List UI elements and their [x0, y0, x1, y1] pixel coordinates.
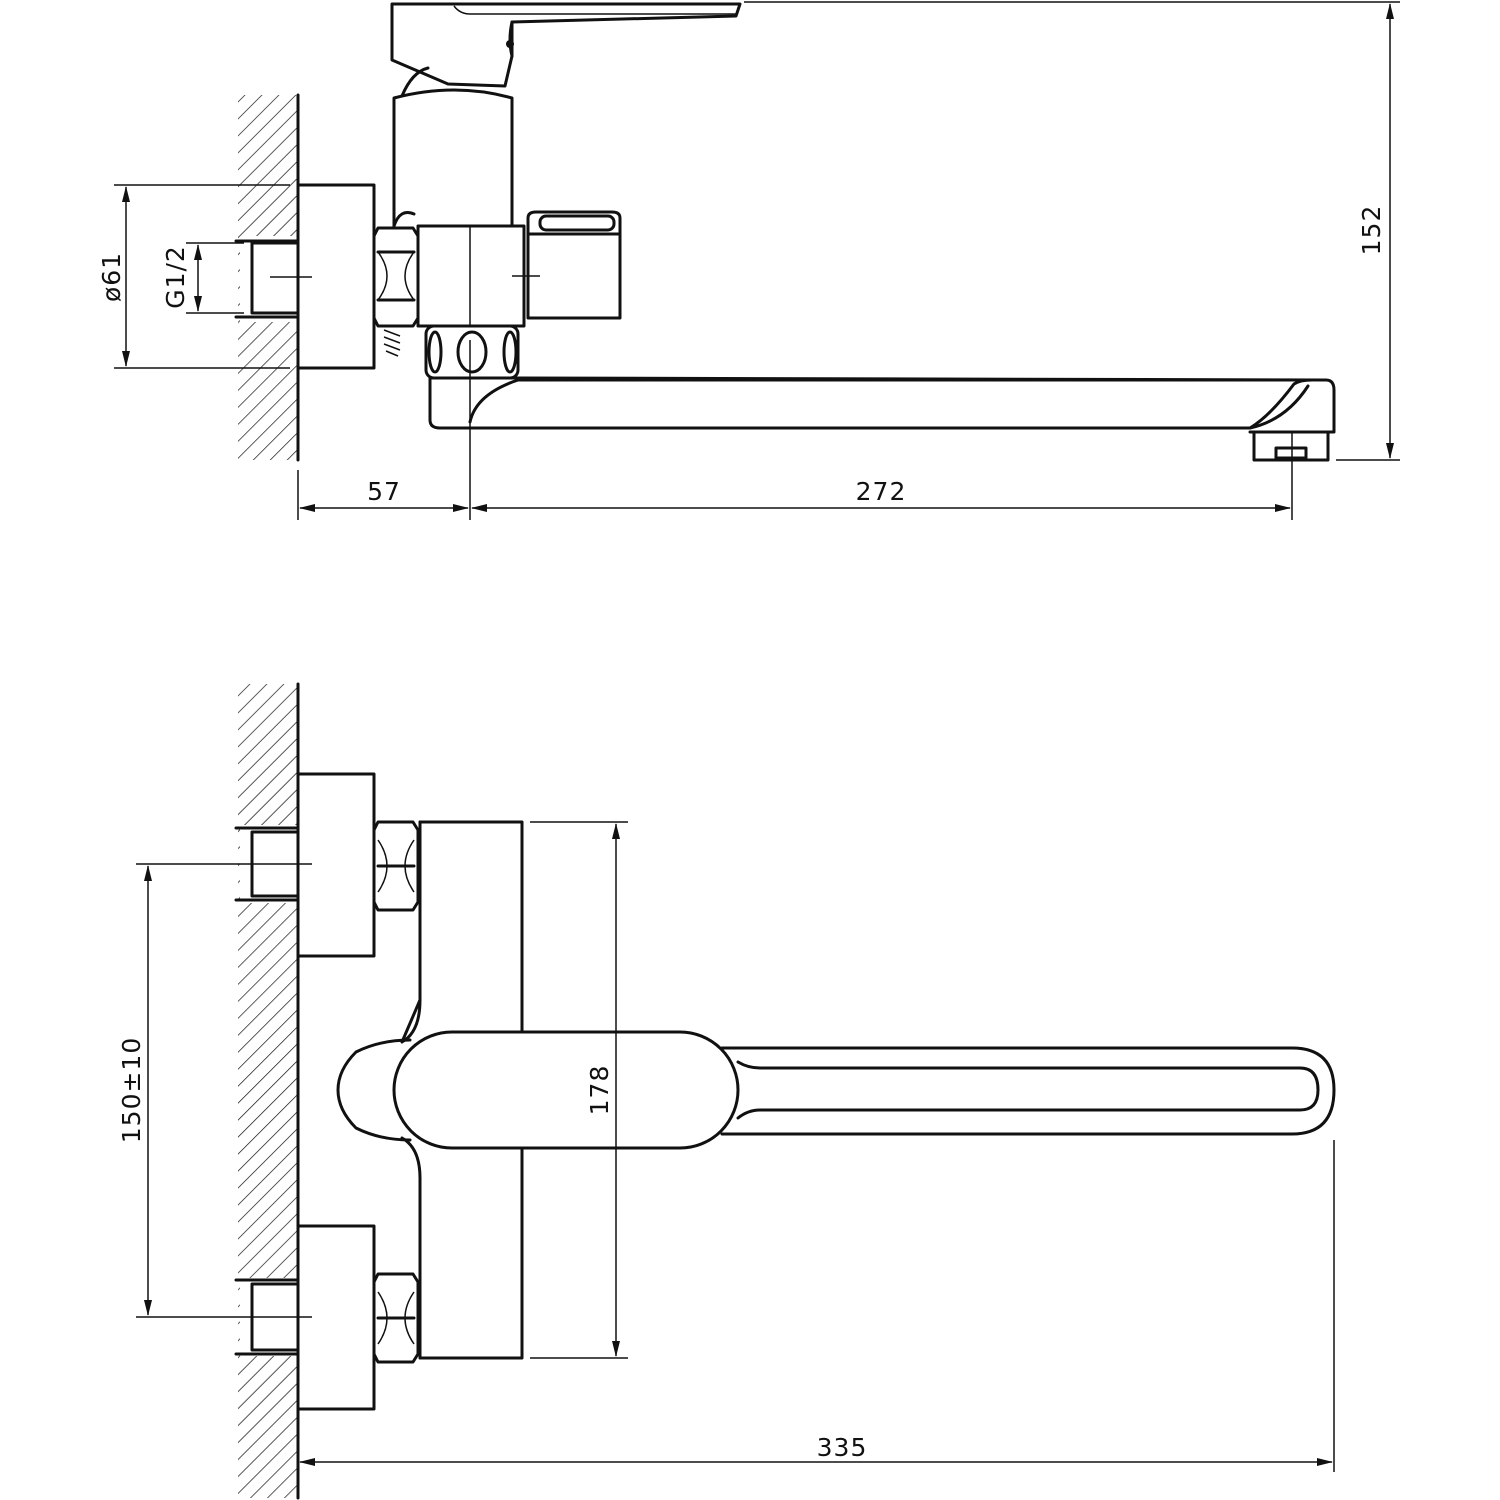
dim-label-inlet-spacing: 150±10	[117, 1037, 146, 1143]
wall-section-top	[238, 682, 300, 1500]
dim-label-total-length: 335	[817, 1433, 868, 1462]
dimension-inlet-spacing: 150±10	[117, 863, 236, 1318]
dim-label-wall-to-axis: 57	[367, 477, 401, 506]
dimension-reach: 57 272	[297, 470, 1291, 520]
top-view: 178 150±10 335	[117, 682, 1336, 1500]
inlet-pipe-top-lower	[234, 1278, 312, 1356]
lever-handle-top[interactable]	[392, 1030, 740, 1150]
spout-side	[428, 376, 1336, 434]
dim-label-flange-diameter: ø61	[97, 252, 126, 302]
hex-nut-top-upper	[372, 820, 420, 912]
aerator-side	[1252, 430, 1330, 462]
wall-flange-top-upper	[296, 772, 376, 958]
dim-label-overall-height: 152	[1357, 205, 1386, 256]
dimension-thread: G1/2	[161, 242, 244, 314]
thread-ridges	[383, 329, 401, 357]
dim-label-thread: G1/2	[161, 245, 190, 309]
cartridge-body-side	[392, 66, 514, 228]
dimension-flange-diameter: ø61	[97, 184, 290, 369]
swivel-ring-side	[424, 324, 520, 380]
dimension-total-length: 335	[299, 1140, 1335, 1472]
dimension-overall-height: 152	[744, 1, 1400, 461]
inlet-pipe-side	[234, 236, 312, 322]
dim-label-body-length: 178	[585, 1065, 614, 1116]
hex-nut-top-lower	[372, 1272, 420, 1364]
inlet-pipe-top-upper	[234, 825, 312, 903]
spout-top	[720, 1046, 1336, 1136]
diverter-body-side	[416, 224, 540, 328]
hex-nut-side	[372, 226, 420, 357]
dimension-body-length: 178	[530, 821, 628, 1359]
lever-handle-side[interactable]	[390, 2, 742, 88]
mixer-body-top	[336, 820, 524, 1360]
dim-label-spout-reach: 272	[856, 477, 907, 506]
side-view: ø61 G1/2 152 57 272	[97, 1, 1400, 520]
diverter-knob-side[interactable]	[526, 210, 622, 320]
